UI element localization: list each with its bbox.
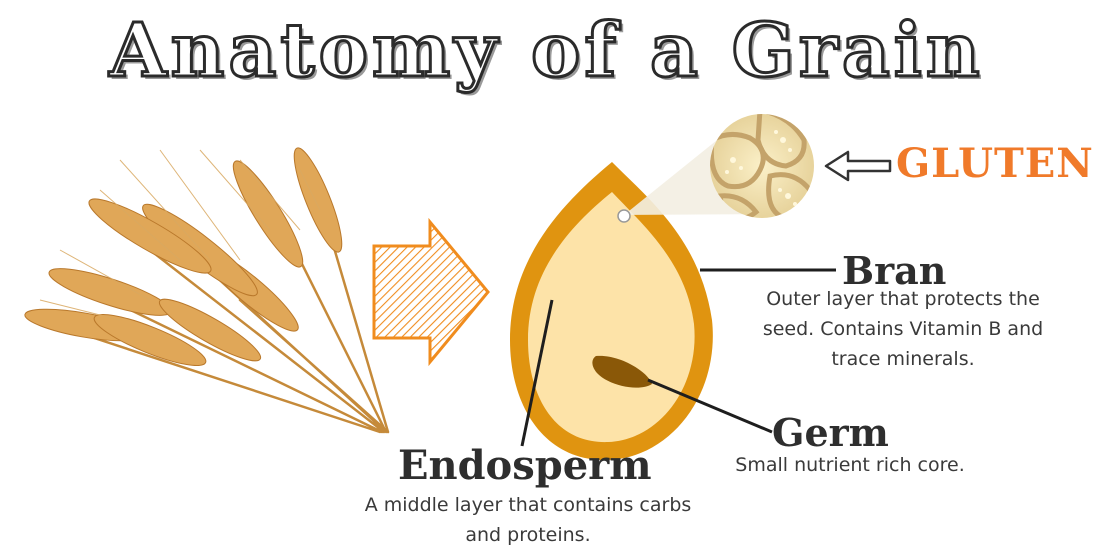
germ-description: Small nutrient rich core. <box>716 450 984 480</box>
magnifier-point <box>618 210 630 222</box>
gluten-arrow-icon <box>826 152 890 180</box>
endosperm-description: A middle layer that contains carbs and p… <box>358 490 698 550</box>
germ-title: Germ <box>772 410 889 455</box>
wheat-bundle-image <box>23 144 388 432</box>
endosperm-title: Endosperm <box>398 442 652 489</box>
arrow-right-icon <box>374 222 488 362</box>
gluten-label: GLUTEN <box>896 140 1092 187</box>
bran-description: Outer layer that protects the seed. Cont… <box>740 284 1066 374</box>
